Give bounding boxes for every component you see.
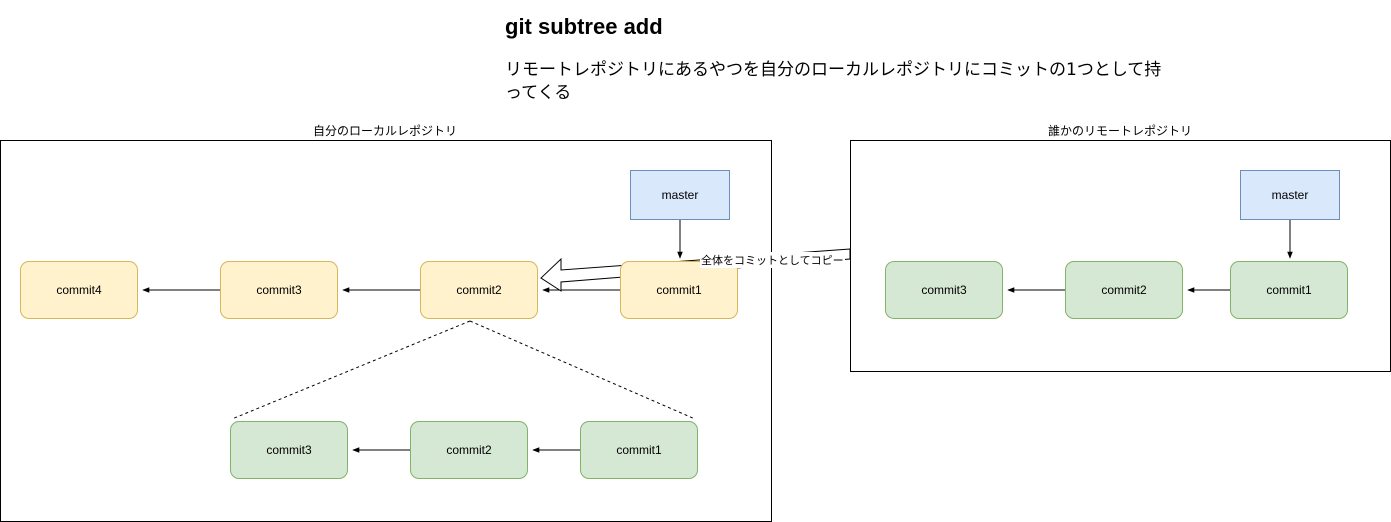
local-commit-2: commit2	[420, 261, 538, 319]
local-commit-1: commit1	[620, 261, 738, 319]
expansion-dash-left	[231, 320, 471, 420]
subtree-commit-3: commit3	[230, 421, 348, 479]
remote-commit-2: commit2	[1065, 261, 1183, 319]
remote-commit-1: commit1	[1230, 261, 1348, 319]
expansion-dash-right	[469, 320, 696, 420]
copy-arrow-label: 全体をコミットとしてコピー	[700, 252, 845, 268]
remote-repo-label: 誰かのリモートレポジトリ	[1047, 124, 1192, 138]
diagram-description: リモートレポジトリにあるやつを自分のローカルレポジトリにコミットの1つとして持っ…	[505, 60, 1162, 103]
local-commit-4: commit4	[20, 261, 138, 319]
local-master-branch: master	[630, 170, 730, 220]
local-commit-3: commit3	[220, 261, 338, 319]
diagram-title: git subtree add	[505, 14, 663, 39]
remote-commit-3: commit3	[885, 261, 1003, 319]
subtree-commit-2: commit2	[410, 421, 528, 479]
local-repo-label: 自分のローカルレポジトリ	[312, 124, 457, 138]
remote-master-branch: master	[1240, 170, 1340, 220]
subtree-commit-1: commit1	[580, 421, 698, 479]
